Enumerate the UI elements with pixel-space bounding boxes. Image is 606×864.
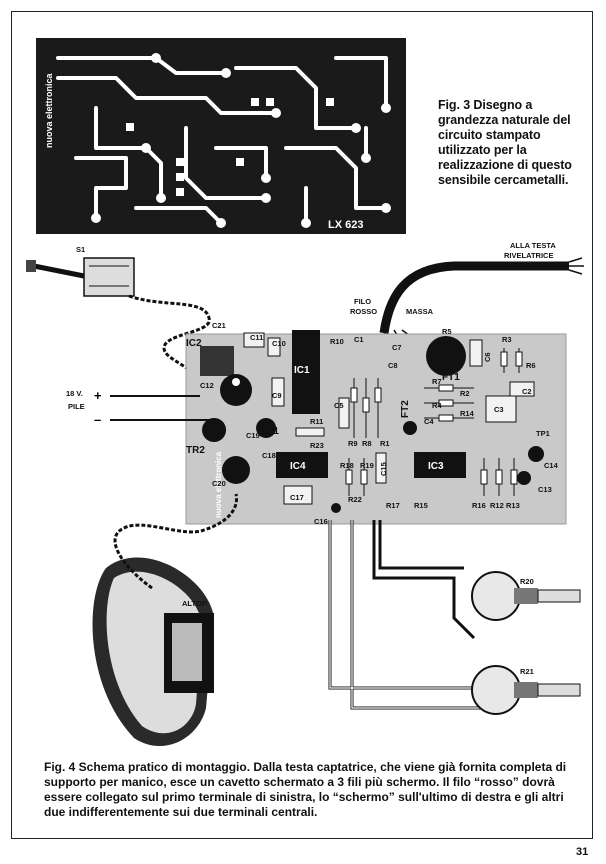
c18: C18	[262, 451, 276, 460]
c10: C10	[272, 339, 286, 348]
tr2: TR2	[186, 445, 205, 456]
label-r20: R20	[520, 577, 534, 586]
label-r21: R21	[520, 667, 534, 676]
r17: R17	[386, 501, 400, 510]
label-plus: +	[94, 388, 102, 403]
c13: C13	[538, 485, 552, 494]
c14: C14	[544, 461, 559, 470]
c5: C5	[334, 401, 344, 410]
assembly-drawing: S1 ALLA TESTA RIVELATRICE FILO ROSSO MAS…	[26, 241, 584, 747]
r4: R4	[432, 401, 442, 410]
r6: R6	[526, 361, 536, 370]
c1: C1	[354, 335, 364, 344]
ft1: FT1	[442, 372, 460, 383]
label-rivelatrice: RIVELATRICE	[504, 251, 553, 260]
r19: R19	[360, 461, 374, 470]
c6: C6	[483, 352, 492, 362]
r10: R10	[330, 337, 344, 346]
label-pile: PILE	[68, 402, 85, 411]
r3: R3	[502, 335, 512, 344]
tr1: TR1	[260, 426, 279, 437]
c17: C17	[290, 493, 304, 502]
speaker-icon	[92, 557, 214, 747]
potentiometer-r21	[471, 665, 581, 715]
r1: R1	[380, 439, 390, 448]
r16: R16	[472, 501, 486, 510]
r11: R11	[310, 417, 323, 426]
switch-s1	[26, 257, 135, 297]
fig4-caption: Fig. 4 Schema pratico di montaggio. Dall…	[44, 760, 567, 819]
r9: R9	[348, 439, 358, 448]
potentiometer-r20	[471, 571, 581, 621]
pcb-code: LX 623	[328, 219, 363, 231]
ic4: IC4	[290, 461, 306, 472]
board	[185, 333, 567, 525]
r2: R2	[460, 389, 470, 398]
c19: C19	[246, 431, 260, 440]
c16: C16	[314, 517, 328, 526]
page-number: 31	[576, 846, 589, 858]
c7: C7	[392, 343, 402, 352]
r7: R7	[432, 377, 442, 386]
ic1: IC1	[294, 365, 310, 376]
r14: R14	[460, 409, 475, 418]
ft2: FT2	[400, 400, 411, 418]
c15: C15	[379, 462, 388, 476]
r8: R8	[362, 439, 372, 448]
c20: C20	[212, 479, 226, 488]
r23: R23	[310, 441, 324, 450]
r12: R12	[490, 501, 504, 510]
r22: R22	[348, 495, 362, 504]
r13: R13	[506, 501, 520, 510]
board-vertical-text: nuova elettronica	[214, 451, 223, 518]
c3: C3	[494, 405, 504, 414]
r18: R18	[340, 461, 354, 470]
tp1: TP1	[536, 429, 550, 438]
label-minus: –	[94, 412, 101, 427]
page-border	[11, 11, 593, 839]
c11: C11	[250, 333, 263, 342]
c9: C9	[272, 391, 282, 400]
r5: R5	[442, 327, 452, 336]
label-altop: ALTOP.	[182, 599, 208, 608]
pcb-artwork: nuova elettronica LX 623	[36, 38, 406, 234]
c4: C4	[424, 417, 434, 426]
label-s1: S1	[76, 245, 85, 254]
c21: C21	[212, 321, 226, 330]
c2: C2	[522, 387, 532, 396]
label-massa: MASSA	[406, 307, 434, 316]
r15: R15	[414, 501, 428, 510]
ic2: IC2	[186, 338, 202, 349]
label-filo: FILO	[354, 297, 371, 306]
c12: C12	[200, 381, 214, 390]
label-18v: 18 V.	[66, 389, 83, 398]
pcb-vertical-text: nuova elettronica	[44, 72, 54, 148]
fig3-caption: Fig. 3 Disegno a grandezza naturale del …	[438, 98, 572, 187]
c8: C8	[388, 361, 398, 370]
ic3: IC3	[428, 461, 444, 472]
label-alla-testa: ALLA TESTA	[510, 241, 556, 250]
label-rosso: ROSSO	[350, 307, 377, 316]
